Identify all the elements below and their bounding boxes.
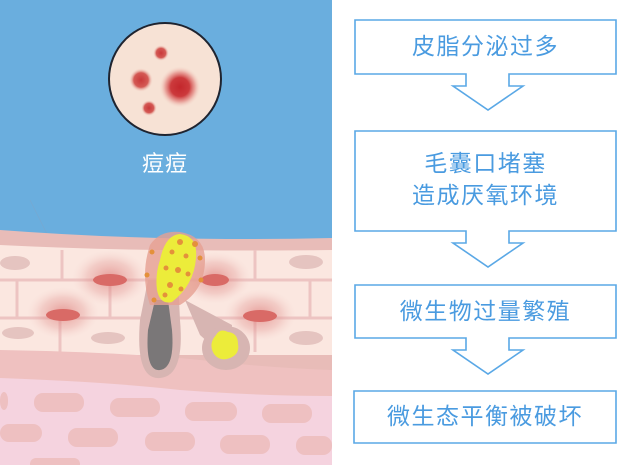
flow-step-1-line-1: 皮脂分泌过多	[412, 34, 559, 60]
acne-cause-flowchart: 皮脂分泌过多 毛囊口堵塞 造成厌氧环境 微生物过量繁殖 微生态平衡被破坏	[332, 0, 640, 465]
deep-dermis-cells	[0, 392, 332, 465]
blocked-pore-pustule	[144, 231, 205, 305]
sebaceous-gland	[211, 330, 239, 360]
flow-step-4-line-1: 微生态平衡被破坏	[387, 404, 583, 430]
flow-step-2-line-1: 毛囊口堵塞	[424, 151, 547, 177]
inflamed-cells	[27, 250, 296, 341]
pimple-label: 痘痘	[141, 152, 188, 177]
flow-step-2-text: 毛囊口堵塞 造成厌氧环境	[355, 148, 616, 212]
skin-illustration: 痘痘	[0, 0, 332, 465]
flow-step-3-line-1: 微生物过量繁殖	[399, 299, 572, 325]
magnified-pimple-view	[108, 22, 222, 136]
flow-step-4-text: 微生态平衡被破坏	[354, 401, 616, 433]
flow-step-3-box	[354, 284, 617, 375]
flow-step-3-text: 微生物过量繁殖	[355, 296, 616, 328]
flow-step-1-text: 皮脂分泌过多	[355, 31, 616, 63]
flow-step-1-box	[354, 19, 617, 111]
skin-cross-section	[0, 22, 332, 465]
flow-step-2-line-2: 造成厌氧环境	[412, 183, 559, 209]
flow-step-4-box	[353, 390, 617, 444]
flow-step-2-box	[354, 130, 617, 268]
